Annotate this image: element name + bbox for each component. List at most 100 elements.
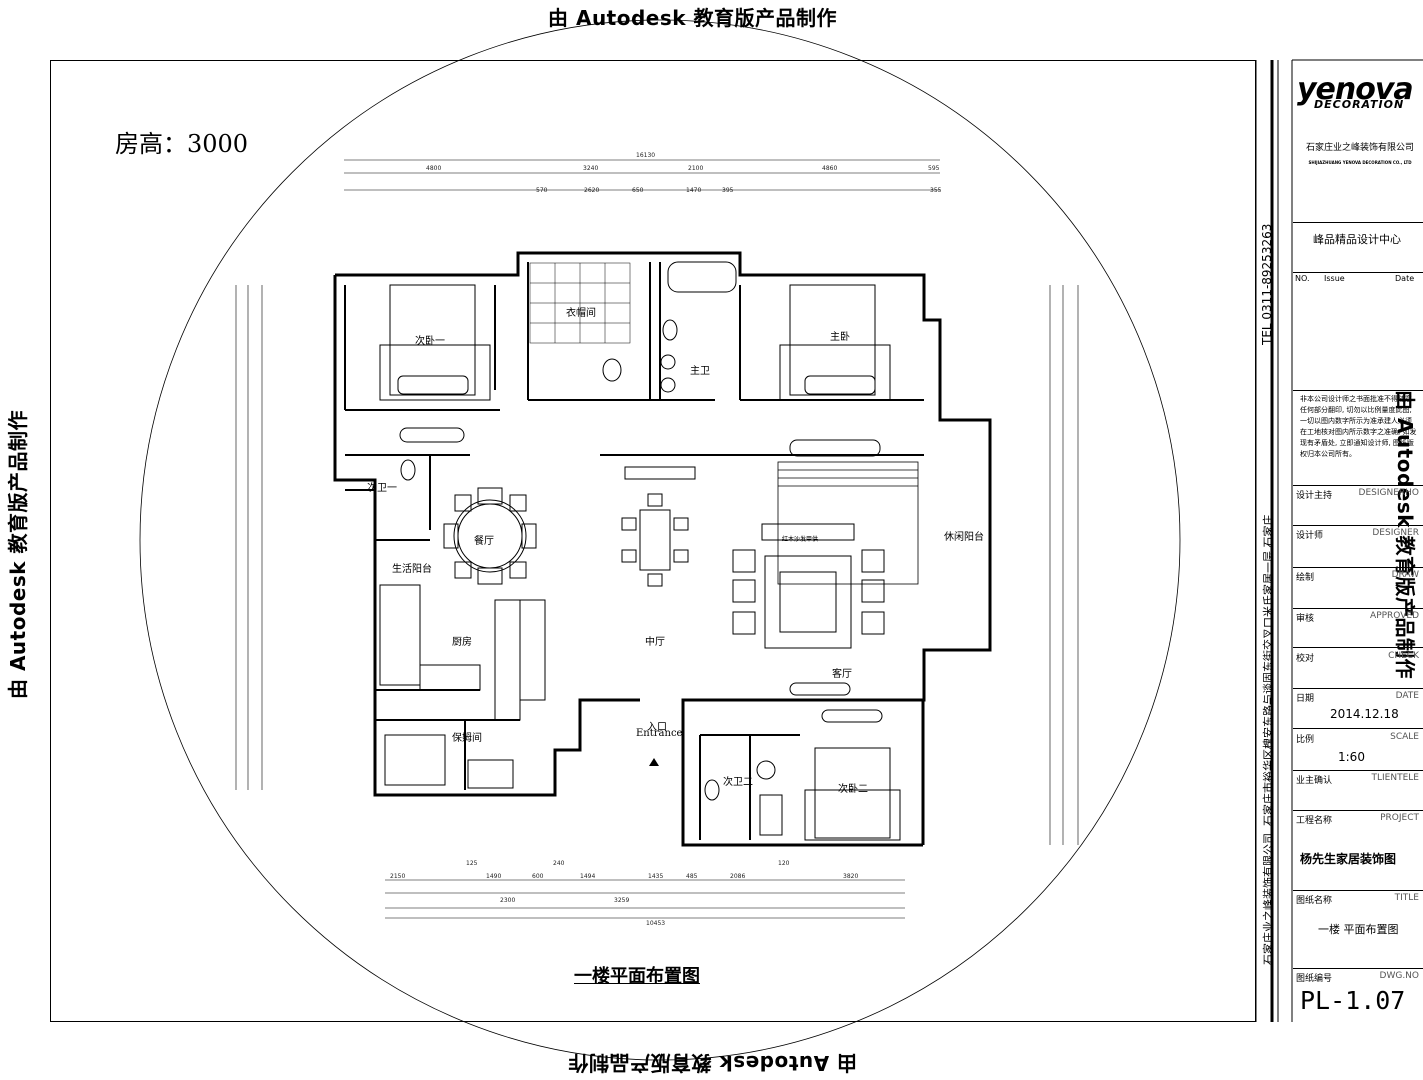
room-label-hall: 中厅	[645, 637, 665, 648]
tb-value-dwg-no: PL-1.07	[1300, 986, 1406, 1015]
tb-value-scale: 1:60	[1338, 750, 1365, 764]
room-label-master-bath: 主卫	[690, 366, 710, 377]
tb-label-scale: 比例	[1296, 735, 1315, 745]
tb-divider	[1293, 688, 1423, 689]
tb-en-check: CHECK	[1388, 651, 1419, 661]
company-logo-sub: DECORATION	[1314, 98, 1405, 111]
dim-bottom: 1490	[486, 873, 502, 880]
plan-title: 一楼平面布置图	[574, 966, 700, 987]
tb-label-project: 工程名称	[1296, 816, 1333, 826]
tb-en-title: TITLE	[1394, 893, 1419, 903]
dim-bottom: 120	[778, 860, 790, 867]
cloakroom-pattern	[529, 262, 631, 344]
room-label-cloakroom: 衣帽间	[566, 308, 596, 319]
dim-top: 16130	[636, 152, 656, 159]
dim-top: 355	[930, 187, 942, 194]
dim-bottom: 1435	[648, 873, 664, 880]
tel-number: TEL 0311-89253263	[1260, 223, 1274, 345]
dim-top: 4800	[426, 165, 442, 172]
tb-divider	[1293, 608, 1423, 609]
tb-label-draw: 绘制	[1296, 573, 1315, 583]
tb-value-date: 2014.12.18	[1330, 707, 1399, 721]
kitchen-fixtures	[379, 584, 546, 789]
stair	[777, 461, 919, 585]
dim-top: 3240	[583, 165, 599, 172]
entrance-arrow	[649, 758, 659, 766]
tb-divider	[1293, 222, 1423, 223]
dim-bottom: 2150	[390, 873, 406, 880]
tb-en-dwg-no: DWG.NO	[1379, 971, 1419, 981]
tb-label-client: 业主确认	[1296, 776, 1333, 786]
room-label-bedroom-2: 次卧二	[838, 784, 868, 795]
watermark-top: 由 Autodesk 教育版产品制作	[548, 6, 838, 30]
dim-top: 570	[536, 187, 548, 194]
issue-head-no: NO.	[1295, 274, 1310, 283]
tb-divider	[1293, 485, 1423, 486]
tb-en-project: PROJECT	[1380, 813, 1419, 823]
dim-top: 2100	[688, 165, 704, 172]
dimension-lines	[235, 159, 1079, 919]
room-height-label: 房高：3000	[115, 130, 249, 158]
tb-value-project: 杨先生家居装饰图	[1300, 852, 1397, 866]
dim-bottom: 2300	[500, 897, 516, 904]
room-label-storage: 保姆间	[452, 733, 482, 744]
room-label-bedroom-1: 次卧一	[415, 336, 445, 347]
tb-label-date: 日期	[1296, 694, 1315, 704]
room-label-bath-2: 次卫二	[723, 777, 753, 788]
watermark-circle	[139, 19, 1181, 1061]
tb-label-approved: 审核	[1296, 614, 1315, 624]
title-block-frame	[1255, 59, 1423, 1022]
tb-divider	[1293, 525, 1423, 526]
tb-en-client: TLIENTELE	[1371, 773, 1419, 783]
tb-label-check: 校对	[1296, 654, 1315, 664]
tb-en-draw: DRAW	[1391, 570, 1419, 580]
dim-bottom: 10453	[646, 920, 666, 927]
tb-divider	[1293, 272, 1423, 273]
tb-divider	[1293, 728, 1423, 729]
tb-label-designer-head: 设计主持	[1296, 491, 1333, 501]
entrance-label-en: Entrance	[636, 728, 683, 739]
tb-en-scale: SCALE	[1390, 732, 1419, 742]
living-furniture	[399, 427, 885, 723]
dim-bottom: 3820	[843, 873, 859, 880]
dim-bottom: 125	[466, 860, 478, 867]
tb-divider	[1293, 810, 1423, 811]
tb-value-title: 一楼 平面布置图	[1318, 923, 1399, 936]
tb-divider	[1293, 890, 1423, 891]
interior-walls	[344, 262, 924, 840]
entrance-label-cn: 入口	[647, 722, 667, 733]
issue-head-issue: Issue	[1324, 274, 1345, 283]
tb-label-designer: 设计师	[1296, 531, 1324, 541]
dim-bottom: 600	[532, 873, 544, 880]
dim-bottom: 485	[686, 873, 698, 880]
room-label-living: 客厅	[832, 669, 852, 680]
dim-top: 395	[722, 187, 734, 194]
room-label-bath-1: 次卫一	[367, 483, 397, 494]
bath-fixtures	[400, 319, 783, 836]
company-logo: yenova	[1297, 72, 1414, 107]
tb-label-title: 图纸名称	[1296, 896, 1333, 906]
issue-head-date: Date	[1395, 274, 1415, 283]
dining-table	[443, 487, 689, 587]
dim-bottom: 240	[553, 860, 565, 867]
tb-divider	[1293, 567, 1423, 568]
copyright-notice: 非本公司设计师之书面批准不得随意任何部分翻印, 切勿以比例量度此图, 一切以图内…	[1300, 395, 1417, 458]
room-label-dining: 餐厅	[474, 536, 494, 547]
room-label-master-bedroom: 主卧	[830, 332, 850, 343]
room-label-leisure-balcony: 休闲阳台	[944, 532, 984, 543]
walls	[333, 251, 992, 847]
dim-bottom: 2086	[730, 873, 746, 880]
room-label-living-balcony: 生活阳台	[392, 564, 432, 575]
dim-top: 650	[632, 187, 644, 194]
tb-divider	[1293, 770, 1423, 771]
sofa-label: 红木沙发甲供	[782, 536, 819, 543]
company-name: 石家庄业之峰装饰有限公司	[1305, 143, 1414, 153]
company-name-en: SHIJIAZHUANG YENOVA DECORATION CO., LTD	[1308, 160, 1412, 165]
design-center: 峰品精品设计中心	[1313, 233, 1401, 246]
furniture-beds	[379, 261, 901, 841]
tb-en-designer: DESIGNER	[1372, 528, 1419, 538]
company-address: 石家庄业之峰装饰有限公司. 石家庄市裕华区槐安东路与谈固东街交叉口米氏家居一层 …	[1262, 514, 1275, 966]
tb-en-date: DATE	[1395, 691, 1419, 701]
dim-bottom: 3259	[614, 897, 630, 904]
